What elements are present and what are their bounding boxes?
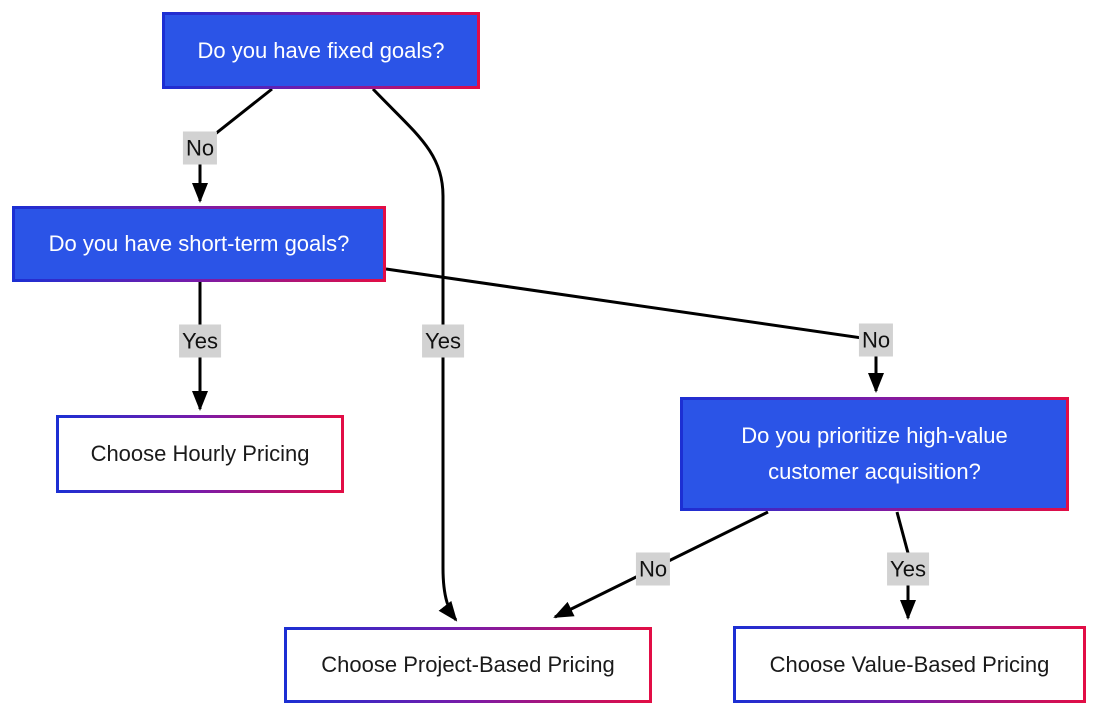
edge-label-no: No — [635, 552, 671, 586]
node-choose-value-based-pricing: Choose Value-Based Pricing — [733, 626, 1086, 703]
node-choose-hourly-pricing: Choose Hourly Pricing — [56, 415, 344, 493]
node-choose-project-based-pricing: Choose Project-Based Pricing — [284, 627, 652, 703]
edge-label-yes: Yes — [422, 324, 464, 358]
edge-label-yes: Yes — [887, 552, 929, 586]
edge-label-yes: Yes — [179, 324, 221, 358]
edge-fixed-goals-to-project — [371, 87, 458, 622]
edge-label-no: No — [182, 131, 218, 165]
node-fixed-goals-question: Do you have fixed goals? — [162, 12, 480, 89]
node-short-term-goals-question: Do you have short-term goals? — [12, 206, 386, 282]
node-high-value-acquisition-question: Do you prioritize high-value customer ac… — [680, 397, 1069, 511]
edge-label-no: No — [858, 323, 894, 357]
